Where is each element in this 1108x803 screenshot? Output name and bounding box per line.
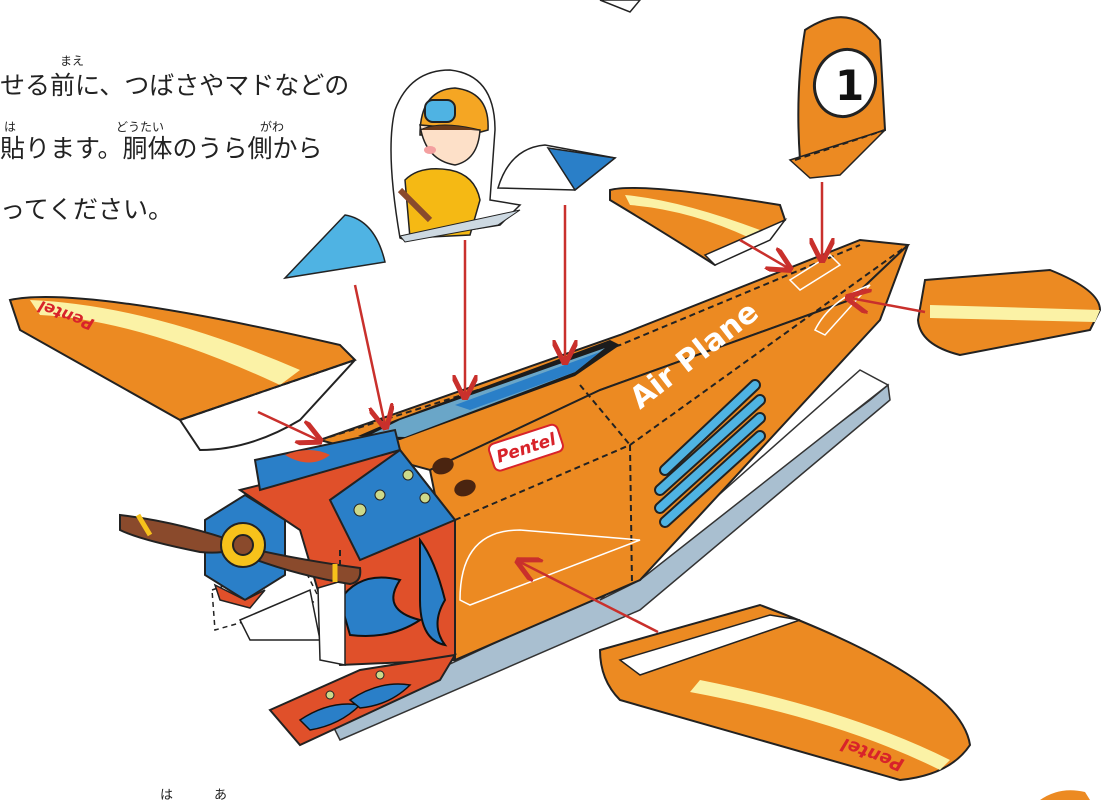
- bottom-ruby-a: あ: [214, 788, 228, 803]
- assembly-arrows: [257, 182, 926, 634]
- instruction-line-3: ってください。: [0, 195, 174, 224]
- ruby-mae: まえ: [60, 54, 85, 68]
- propeller-icon: [119, 493, 362, 609]
- bottom-ruby-ha: は: [160, 788, 174, 803]
- instruction-line-2: 貼ります。胴体のうら側から: [0, 134, 323, 163]
- tail-fin-icon: 1: [788, 16, 887, 179]
- nose-front-panels: [211, 559, 346, 666]
- pentel-logo-fuselage: Pentel: [487, 423, 564, 472]
- tail-stabilizer-right: [916, 268, 1102, 357]
- ruby-ha: は: [4, 120, 17, 134]
- partial-piece-top: [599, 0, 641, 13]
- partial-piece-bottom: [1040, 790, 1090, 800]
- pilot-figure-icon: [390, 69, 522, 243]
- ruby-gawa: がわ: [260, 120, 285, 134]
- cockpit-window: [358, 340, 620, 440]
- right-wing: Pentel: [598, 603, 972, 782]
- side-vents: [654, 379, 766, 528]
- canopy-right: [496, 144, 617, 192]
- left-wing: Pentel: [8, 296, 357, 452]
- canopy-left: [282, 214, 386, 280]
- lower-flame-piece: [268, 653, 457, 747]
- tail-stabilizer-left: [609, 186, 788, 267]
- tail-number: 1: [835, 61, 864, 110]
- instruction-line-1: せる前に、つばさやマドなどの: [0, 71, 350, 100]
- nose-section: [237, 428, 457, 667]
- ruby-doutai: どうたい: [116, 120, 165, 134]
